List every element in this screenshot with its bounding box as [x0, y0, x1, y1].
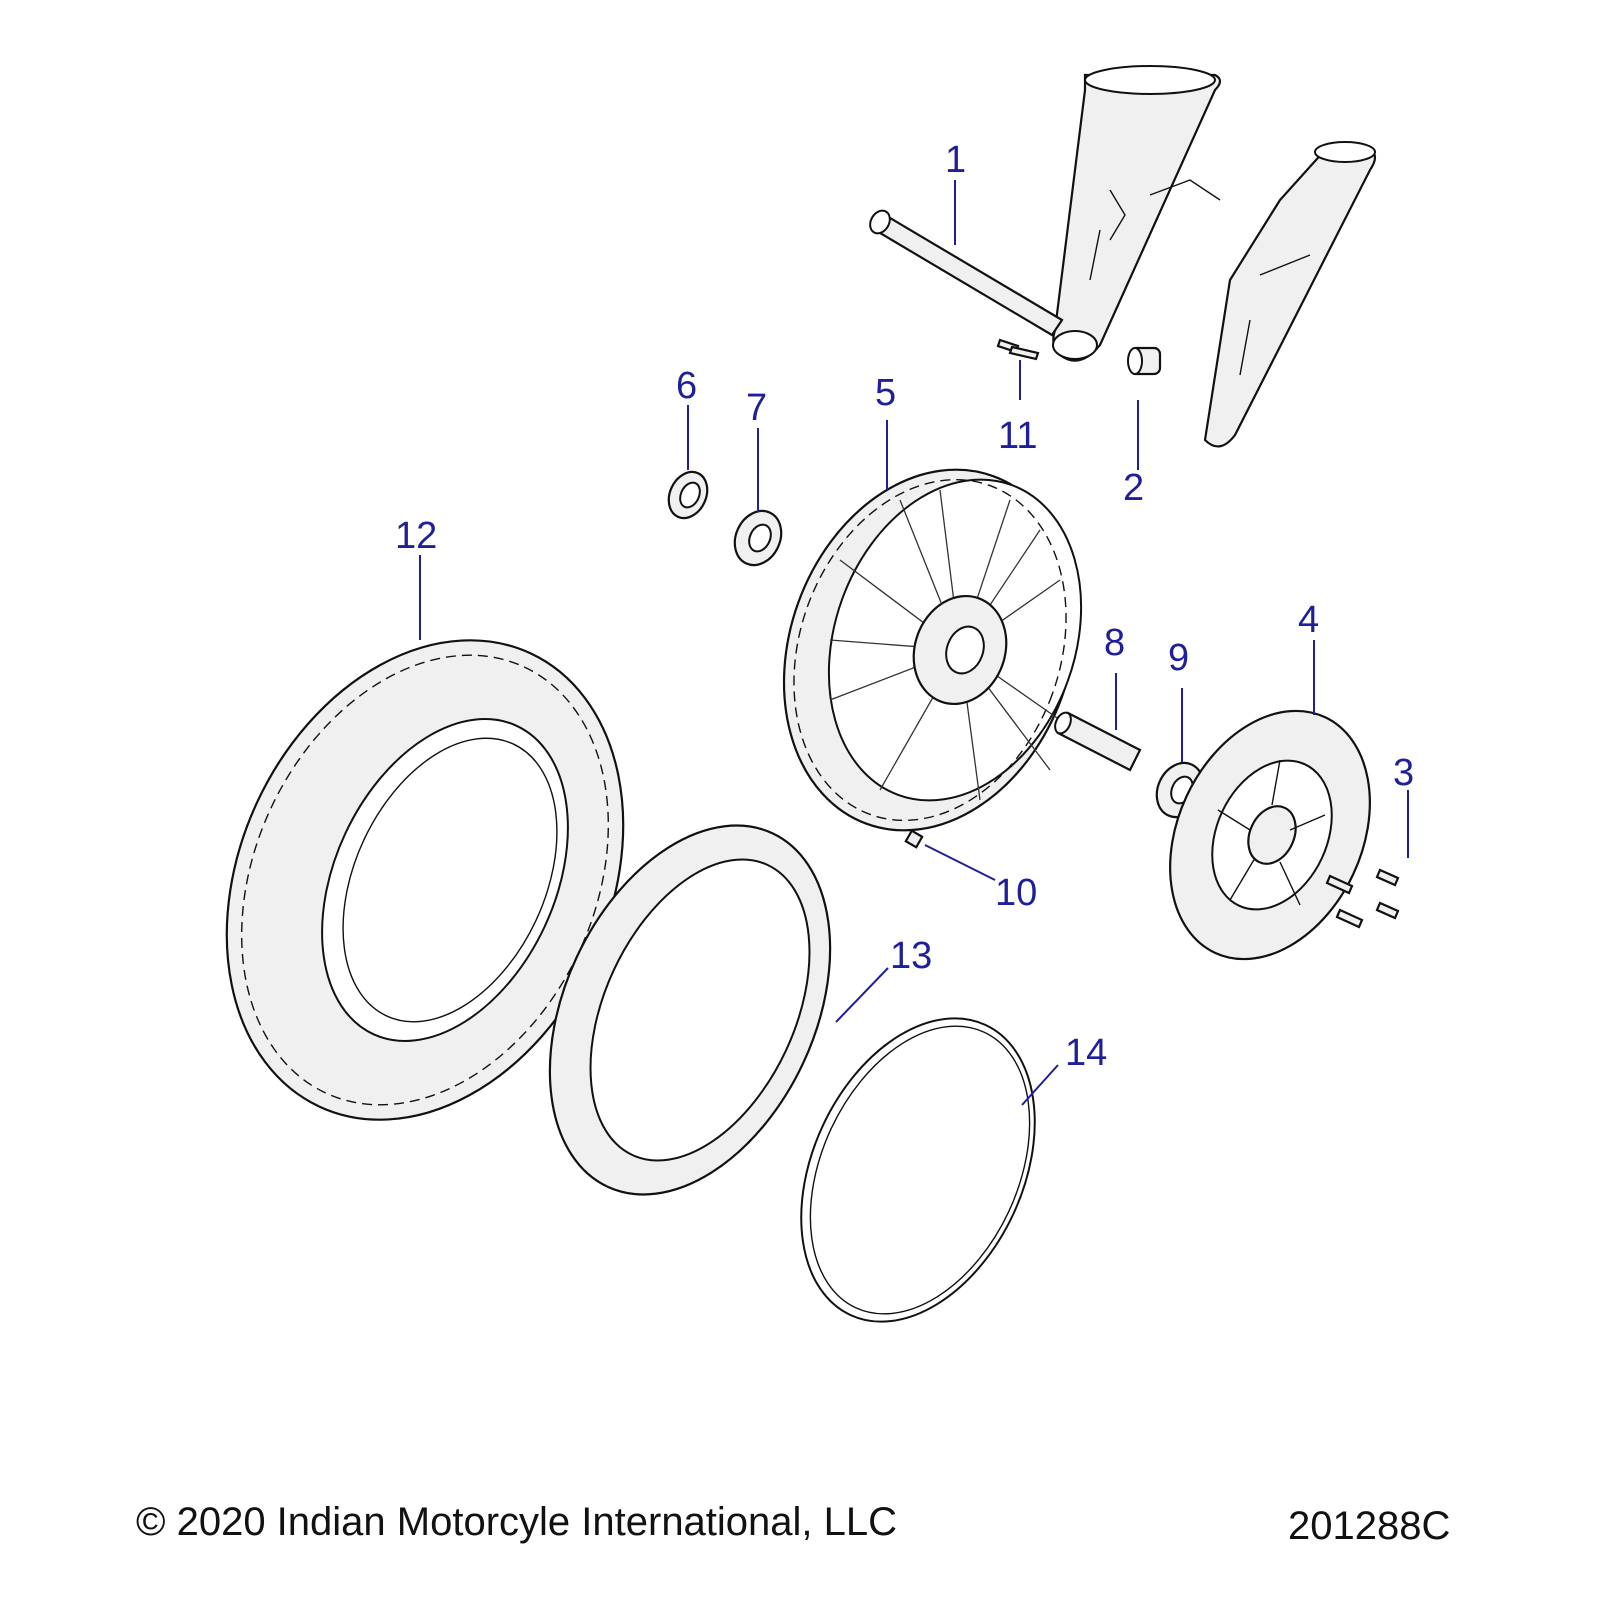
- rim-strip: [800, 1017, 1036, 1323]
- callout-11: 11: [998, 415, 1037, 457]
- callout-5: 5: [875, 372, 896, 414]
- callout-7: 7: [746, 387, 767, 429]
- figure-id: 201288C: [1288, 1504, 1451, 1548]
- callout-2: 2: [1123, 467, 1144, 509]
- callout-9: 9: [1168, 637, 1189, 679]
- brake-rotor: [1169, 709, 1371, 961]
- rotor-bolts: [1325, 868, 1400, 929]
- leader-lines: [419, 180, 1409, 1106]
- fork-leg-left: [1052, 65, 1222, 362]
- spoked-wheel: [782, 468, 1083, 832]
- axle: [869, 209, 1064, 337]
- pinch-screws: [996, 338, 1040, 361]
- bearing-left: [733, 509, 783, 567]
- callout-1: 1: [945, 139, 966, 181]
- callout-3: 3: [1393, 752, 1414, 794]
- inner-tube: [548, 824, 832, 1196]
- copyright-notice: © 2020 Indian Motorcyle International, L…: [136, 1500, 898, 1544]
- callout-14: 14: [1065, 1032, 1107, 1074]
- valve-stem: [904, 829, 924, 849]
- callouts: 1 2 3 4 5 6 7 8 9 10 11 12 13 14: [395, 139, 1414, 1074]
- seal: [667, 470, 709, 520]
- callout-8: 8: [1104, 622, 1125, 664]
- spacer-sleeve: [1127, 346, 1162, 376]
- callout-6: 6: [676, 365, 697, 407]
- tire: [225, 639, 625, 1121]
- callout-4: 4: [1298, 599, 1319, 641]
- callout-13: 13: [890, 935, 932, 977]
- callout-10: 10: [995, 872, 1037, 914]
- fork-leg-right: [1203, 141, 1377, 448]
- inner-spacer: [1054, 711, 1142, 772]
- callout-12: 12: [395, 515, 437, 557]
